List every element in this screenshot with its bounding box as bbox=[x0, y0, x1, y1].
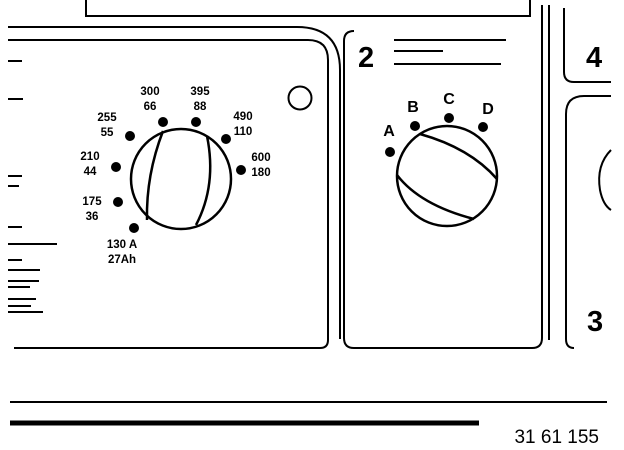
current-setting-ah-label: 55 bbox=[101, 127, 114, 139]
current-setting-amps-label: 395 bbox=[190, 86, 210, 98]
panel-2-number: 2 bbox=[358, 42, 374, 74]
current-setting-dot bbox=[221, 134, 231, 144]
panel-3-outline bbox=[565, 95, 611, 349]
current-setting-amps-label: 130 A bbox=[107, 239, 137, 251]
mode-position-label: D bbox=[482, 101, 494, 118]
current-setting-ah-label: 66 bbox=[144, 101, 157, 113]
current-setting-ah-label: 27Ah bbox=[108, 254, 136, 266]
current-setting-amps-label: 600 bbox=[251, 152, 270, 164]
current-setting-ah-label: 180 bbox=[251, 167, 270, 179]
mode-position-dot bbox=[385, 147, 395, 157]
current-setting-amps-label: 175 bbox=[82, 196, 102, 208]
top-housing-outline bbox=[85, 0, 531, 17]
panel-4-outline bbox=[563, 8, 611, 83]
left-panel-scale-ticks bbox=[8, 60, 57, 313]
left-panel-inner-outline bbox=[8, 39, 329, 349]
current-setting-dot bbox=[125, 131, 135, 141]
current-setting-dot bbox=[113, 197, 123, 207]
panel-2-outline bbox=[343, 5, 543, 349]
document-number: 31 61 155 bbox=[514, 427, 599, 448]
panel-4-number: 4 bbox=[586, 42, 602, 74]
mode-selector-knob[interactable] bbox=[395, 124, 499, 228]
mode-position-label: A bbox=[383, 123, 395, 140]
mode-position-label: B bbox=[407, 99, 419, 116]
current-setting-ah-label: 44 bbox=[84, 166, 97, 178]
current-setting-ah-label: 36 bbox=[86, 211, 99, 223]
current-setting-amps-label: 210 bbox=[80, 151, 99, 163]
left-panel-outer-outline bbox=[8, 26, 341, 339]
mode-position-label: C bbox=[443, 91, 455, 108]
current-setting-dot bbox=[191, 117, 201, 127]
panel-2-header-lines bbox=[394, 39, 506, 65]
panel-3-number: 3 bbox=[587, 306, 603, 338]
current-selector-knob[interactable] bbox=[129, 127, 233, 231]
current-setting-dot bbox=[129, 223, 139, 233]
current-setting-ah-label: 88 bbox=[194, 101, 207, 113]
current-setting-dot bbox=[158, 117, 168, 127]
current-setting-amps-label: 300 bbox=[140, 86, 159, 98]
indicator-lamp bbox=[287, 85, 313, 111]
current-setting-amps-label: 490 bbox=[233, 111, 252, 123]
current-setting-dot bbox=[236, 165, 246, 175]
mode-position-dot bbox=[478, 122, 488, 132]
current-setting-ah-label: 110 bbox=[234, 126, 253, 138]
current-setting-amps-label: 255 bbox=[97, 112, 117, 124]
current-setting-dot bbox=[111, 162, 121, 172]
mode-position-dot bbox=[444, 113, 454, 123]
mode-position-dot bbox=[410, 121, 420, 131]
panel-3-dial-arc bbox=[598, 149, 612, 211]
